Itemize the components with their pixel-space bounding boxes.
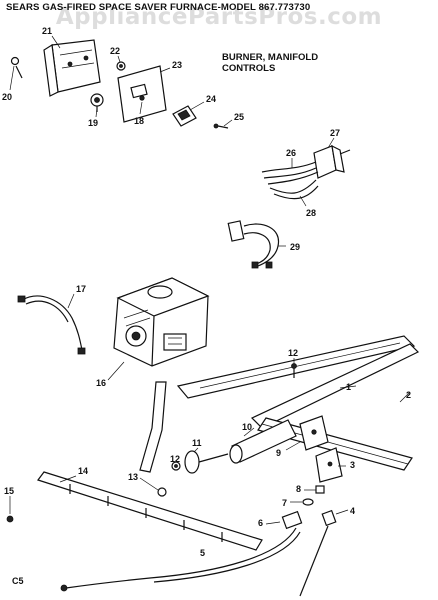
callout-10: 10 bbox=[242, 422, 252, 432]
callout-13: 13 bbox=[128, 472, 138, 482]
pilot-tubing-5 bbox=[60, 525, 329, 597]
callout-27: 27 bbox=[330, 128, 340, 138]
transformer-27 bbox=[313, 144, 351, 179]
wire-harness-17 bbox=[17, 295, 86, 355]
section-label-line2: CONTROLS bbox=[222, 63, 276, 74]
wire-harness-29 bbox=[227, 220, 280, 269]
diagram-title: SEARS GAS-FIRED SPACE SAVER FURNACE-MODE… bbox=[6, 2, 311, 13]
callout-15: 15 bbox=[4, 486, 14, 496]
callout-22: 22 bbox=[110, 46, 120, 56]
wire-harness-26 bbox=[261, 161, 319, 185]
bracket-plate bbox=[117, 65, 167, 123]
callout-20: 20 bbox=[2, 92, 12, 102]
mounting-bracket bbox=[43, 39, 101, 97]
fitting-11 bbox=[184, 450, 229, 474]
thermocouple-9 bbox=[299, 415, 329, 451]
fitting-3 bbox=[315, 447, 343, 483]
callout-12-lower: 12 bbox=[170, 454, 180, 464]
callout-12-upper: 12 bbox=[288, 348, 298, 358]
screw-15 bbox=[6, 515, 14, 523]
switch-24 bbox=[172, 105, 197, 127]
callout-28: 28 bbox=[306, 208, 316, 218]
callout-7: 7 bbox=[282, 498, 287, 508]
wire-harness-28 bbox=[269, 179, 319, 200]
callout-26: 26 bbox=[286, 148, 296, 158]
fitting-8 bbox=[315, 485, 325, 494]
callout-8: 8 bbox=[296, 484, 301, 494]
callout-2: 2 bbox=[406, 390, 411, 400]
callout-17: 17 bbox=[76, 284, 86, 294]
gas-valve-16 bbox=[113, 277, 210, 367]
callout-4: 4 bbox=[350, 506, 355, 516]
callout-5: 5 bbox=[200, 548, 205, 558]
screw-25 bbox=[213, 123, 229, 129]
callout-21: 21 bbox=[42, 26, 52, 36]
callout-16: 16 bbox=[96, 378, 106, 388]
orifice-13 bbox=[157, 487, 167, 497]
nut-22 bbox=[116, 61, 126, 71]
callout-18: 18 bbox=[134, 116, 144, 126]
manifold-14 bbox=[37, 471, 263, 551]
callout-11: 11 bbox=[192, 438, 202, 448]
burner-tube-2 bbox=[250, 343, 420, 471]
fitting-6 bbox=[281, 510, 303, 530]
callout-1: 1 bbox=[346, 382, 351, 392]
callout-3: 3 bbox=[350, 460, 355, 470]
section-label-line1: BURNER, MANIFOLD bbox=[222, 52, 319, 63]
pilot-assembly-10 bbox=[229, 419, 297, 464]
callout-6: 6 bbox=[258, 518, 263, 528]
callout-14: 14 bbox=[78, 466, 88, 476]
callout-19: 19 bbox=[88, 118, 98, 128]
section-label: BURNER, MANIFOLD CONTROLS bbox=[222, 52, 318, 74]
callout-29: 29 bbox=[290, 242, 300, 252]
supply-pipe bbox=[139, 381, 167, 473]
watermark: AppliancePartsPros.com bbox=[55, 4, 383, 30]
callout-25: 25 bbox=[234, 112, 244, 122]
nut-7 bbox=[302, 498, 314, 506]
fitting-4 bbox=[321, 509, 337, 527]
callout-23: 23 bbox=[172, 60, 182, 70]
leader-lines bbox=[9, 35, 411, 525]
callout-labels: 1 2 3 4 5 6 7 8 9 10 11 12 12 13 14 15 1… bbox=[2, 26, 411, 558]
screw-20 bbox=[10, 56, 23, 79]
callout-9: 9 bbox=[276, 448, 281, 458]
screw-12-upper bbox=[291, 363, 297, 378]
callout-24: 24 bbox=[206, 94, 216, 104]
corner-code: C5 bbox=[12, 576, 24, 586]
